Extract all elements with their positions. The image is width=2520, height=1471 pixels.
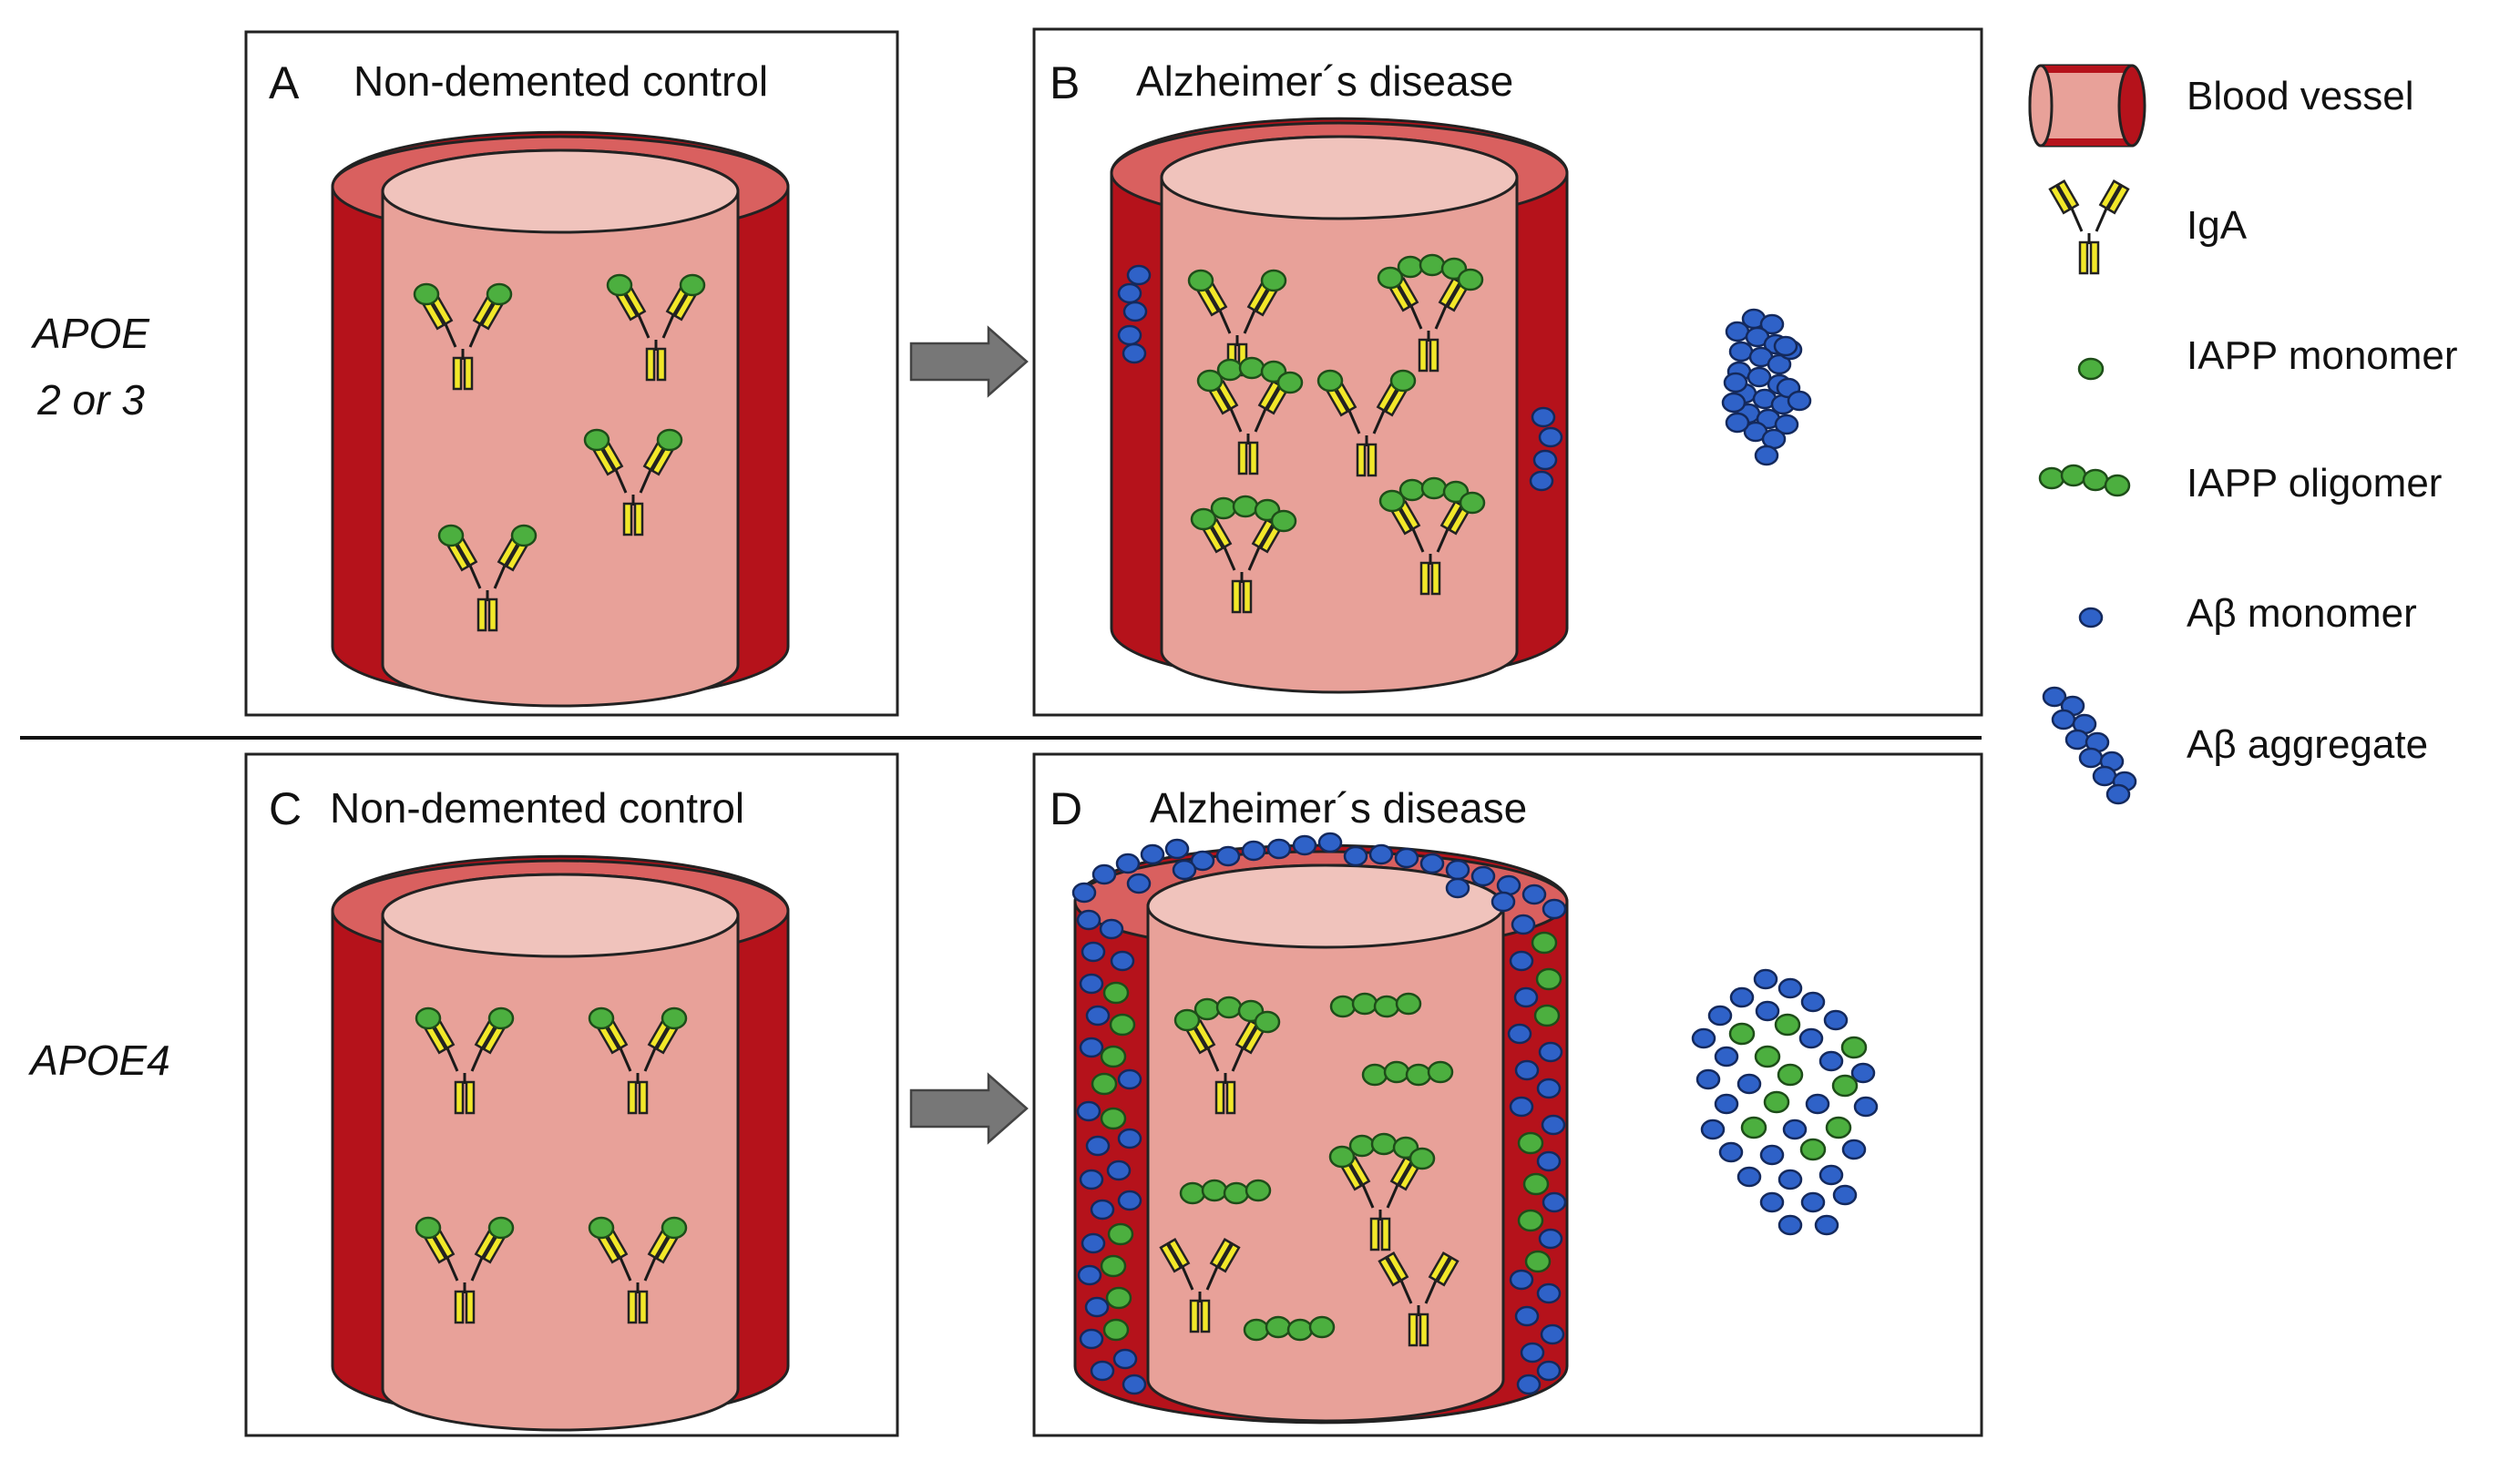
row-label-line-2: 2 or 3 [36, 376, 145, 424]
panel-c-frame [244, 752, 899, 1437]
legend-label-iapp-oligomer: IAPP oligomer [2187, 461, 2442, 506]
row-label-line-1: APOE [30, 310, 150, 357]
panel-b-abeta-aggregate [1723, 310, 1812, 465]
legend-label-blood-vessel: Blood vessel [2187, 74, 2413, 118]
panel-b-title: Alzheimer´s disease [1136, 57, 1513, 105]
panel-d-letter: D [1050, 783, 1082, 834]
panel-a-vessel [331, 130, 790, 708]
iapp-oligomer-icon [2038, 464, 2131, 497]
legend-label-iga: IgA [2187, 203, 2248, 248]
abeta-monomer-icon [2078, 607, 2104, 628]
panel-d-frame [1032, 752, 1983, 1437]
panel-d-mixed-aggregate [1691, 968, 1879, 1236]
panel-c-title: Non-demented control [330, 784, 744, 832]
arrow-bottom [909, 1072, 1029, 1145]
legend-label-abeta-monomer: Aβ monomer [2187, 591, 2417, 636]
abeta-aggregate-icon [2042, 686, 2137, 805]
panel-b-letter: B [1050, 57, 1080, 108]
row-label-apoe-2-or-3: APOE 2 or 3 [30, 310, 150, 424]
panel-a-frame [244, 30, 899, 717]
row-label-apoe4: APOE4 [27, 1037, 169, 1084]
panel-c-vessel [331, 854, 790, 1432]
iga-antibody-icon [2048, 179, 2130, 275]
blood-vessel-icon [2028, 64, 2146, 148]
legend: Blood vessel IgA IAPP monomer IAPP oligo… [2028, 64, 2458, 805]
iapp-monomer-icon [2077, 357, 2105, 381]
legend-label-iapp-monomer: IAPP monomer [2187, 333, 2458, 378]
panel-b-frame [1032, 27, 1983, 717]
panel-d-title: Alzheimer´s disease [1150, 784, 1527, 832]
panel-a-letter: A [269, 57, 300, 108]
panel-c-letter: C [269, 783, 302, 834]
legend-label-abeta-aggregate: Aβ aggregate [2187, 722, 2428, 767]
panel-a-title: Non-demented control [353, 57, 768, 105]
arrow-top [909, 325, 1029, 398]
